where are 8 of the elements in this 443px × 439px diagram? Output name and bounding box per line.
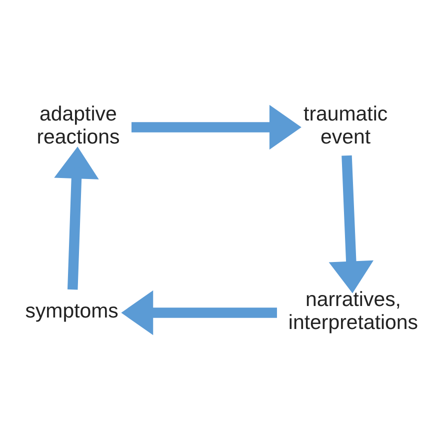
arrow xyxy=(328,154,374,293)
node-text: traumatic event xyxy=(304,102,388,148)
node-text: adaptive reactions xyxy=(36,102,120,148)
arrow xyxy=(54,146,99,290)
node-text: symptoms xyxy=(25,299,118,322)
arrow xyxy=(121,290,277,335)
node-text: narratives, interpretations xyxy=(288,288,418,334)
arrow xyxy=(132,104,302,150)
